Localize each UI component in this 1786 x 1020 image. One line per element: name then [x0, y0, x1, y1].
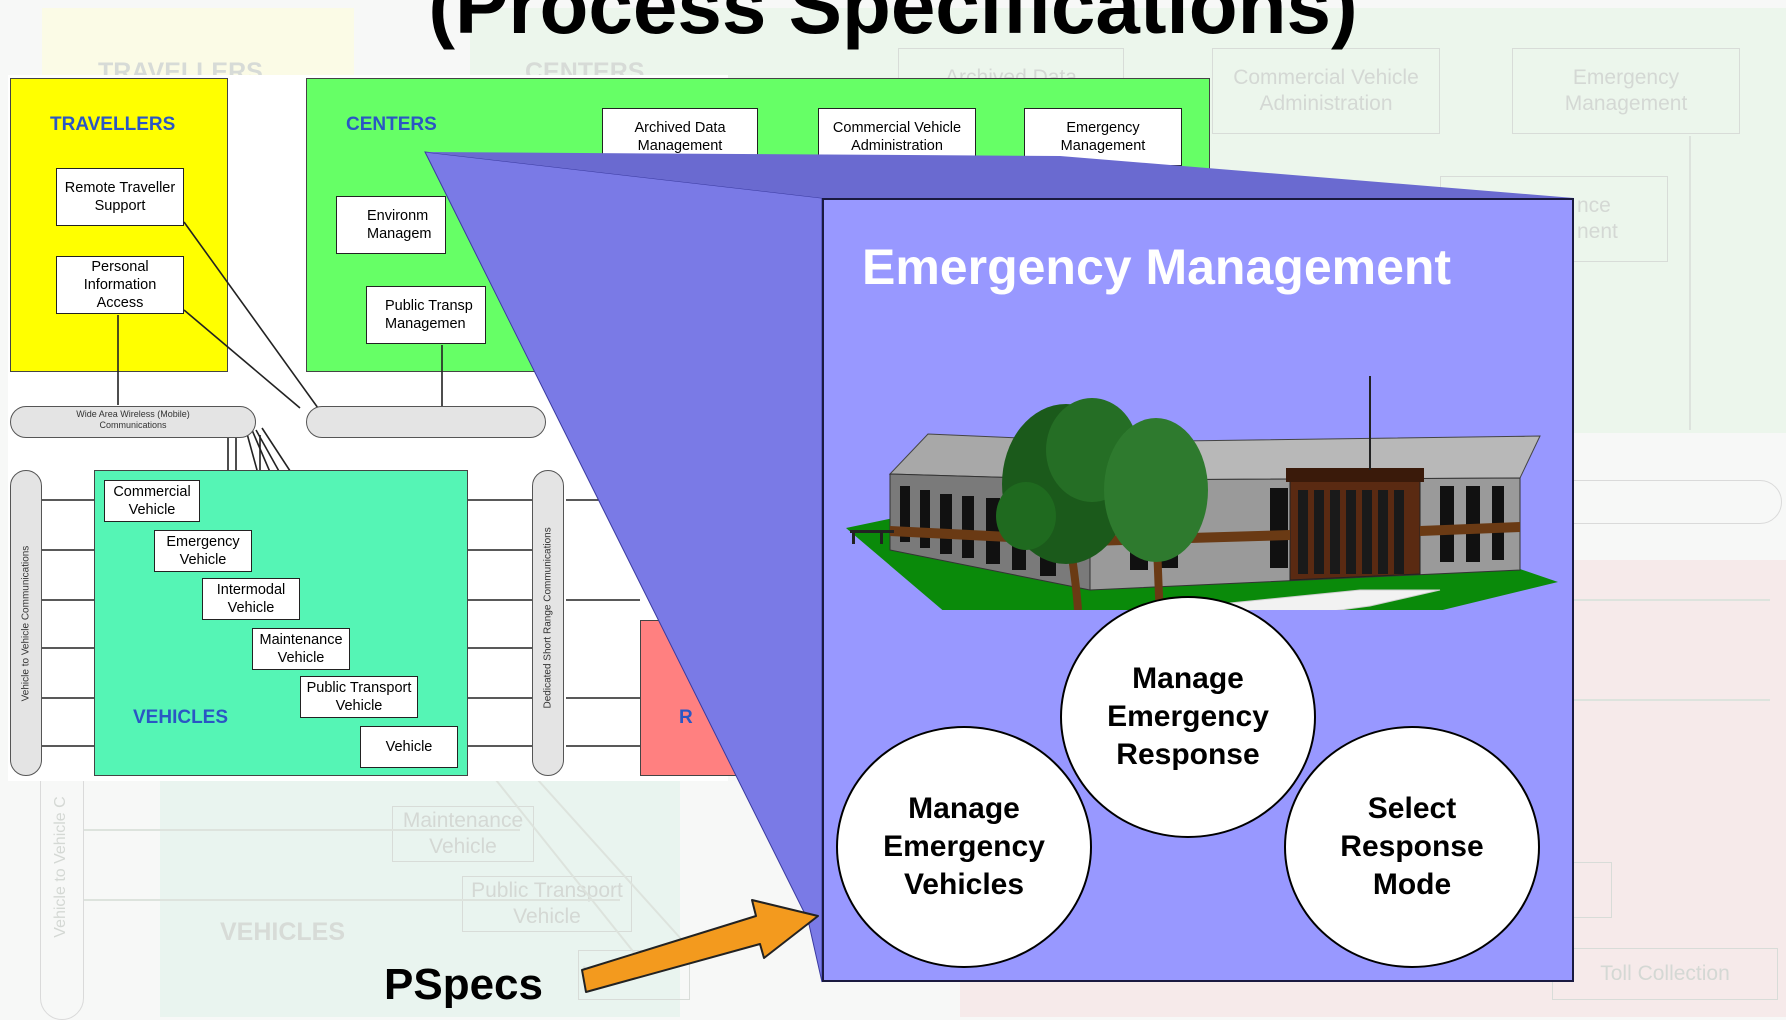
- center-bus: [306, 406, 546, 438]
- roadside-label-partial: R: [679, 707, 693, 728]
- bg-cv-admin-box: Commercial Vehicle Administration: [1212, 48, 1440, 134]
- manage-emergency-vehicles-process: Manage Emergency Vehicles: [836, 726, 1092, 968]
- panel-title: Emergency Management: [862, 239, 1452, 295]
- emergency-vehicle-box: Emergency Vehicle: [154, 530, 252, 572]
- maintenance-vehicle-box: Maintenance Vehicle: [252, 628, 350, 670]
- environmental-management-box: Environm Managem: [336, 196, 446, 254]
- bg-maintenance-vehicle-box: Maintenance Vehicle: [392, 806, 534, 862]
- bg-nce-text: nce: [1577, 194, 1611, 217]
- public-transport-vehicle-box: Public Transport Vehicle: [300, 676, 418, 718]
- commercial-vehicle-box: Commercial Vehicle: [104, 480, 200, 522]
- intermodal-vehicle-box: Intermodal Vehicle: [202, 578, 300, 620]
- vehicle-box: Vehicle: [360, 726, 458, 768]
- manage-emergency-response-label: Manage Emergency Response: [1107, 662, 1269, 771]
- building-icon: [846, 376, 1558, 610]
- wide-area-wireless-bus: [10, 406, 256, 438]
- remote-traveller-support-box: Remote Traveller Support: [56, 168, 184, 226]
- manage-emergency-response-process: Manage Emergency Response: [1060, 596, 1316, 838]
- wide-area-wireless-label: Wide Area Wireless (Mobile) Communicatio…: [76, 409, 190, 430]
- centers-label: CENTERS: [346, 114, 437, 135]
- page-title: (Process Specifications): [428, 0, 1358, 50]
- public-transport-management-text: Public Transp Managemen: [385, 298, 473, 332]
- public-transport-management-box: Public Transp Managemen: [366, 286, 486, 344]
- bg-nent-text: nent: [1577, 220, 1618, 243]
- select-response-mode-label: Select Response Mode: [1340, 792, 1484, 901]
- personal-information-access-box: Personal Information Access: [56, 256, 184, 314]
- vehicles-label: VEHICLES: [133, 707, 229, 728]
- select-response-mode-process: Select Response Mode: [1284, 726, 1540, 968]
- bg-public-transport-vehicle-box: Public Transport Vehicle: [462, 876, 632, 932]
- environmental-management-text: Environm Managem: [367, 208, 432, 242]
- manage-emergency-vehicles-label: Manage Emergency Vehicles: [883, 792, 1045, 901]
- pspecs-label: PSpecs: [384, 960, 543, 1009]
- travellers-label: TRAVELLERS: [50, 114, 176, 135]
- bg-vehicles-label: VEHICLES: [220, 918, 346, 946]
- dsrc-bus: [532, 470, 564, 776]
- emergency-management-panel: Emergency Management: [822, 198, 1574, 982]
- bg-emergency-mgmt-box: Emergency Management: [1512, 48, 1740, 134]
- v2v-bus: [10, 470, 42, 776]
